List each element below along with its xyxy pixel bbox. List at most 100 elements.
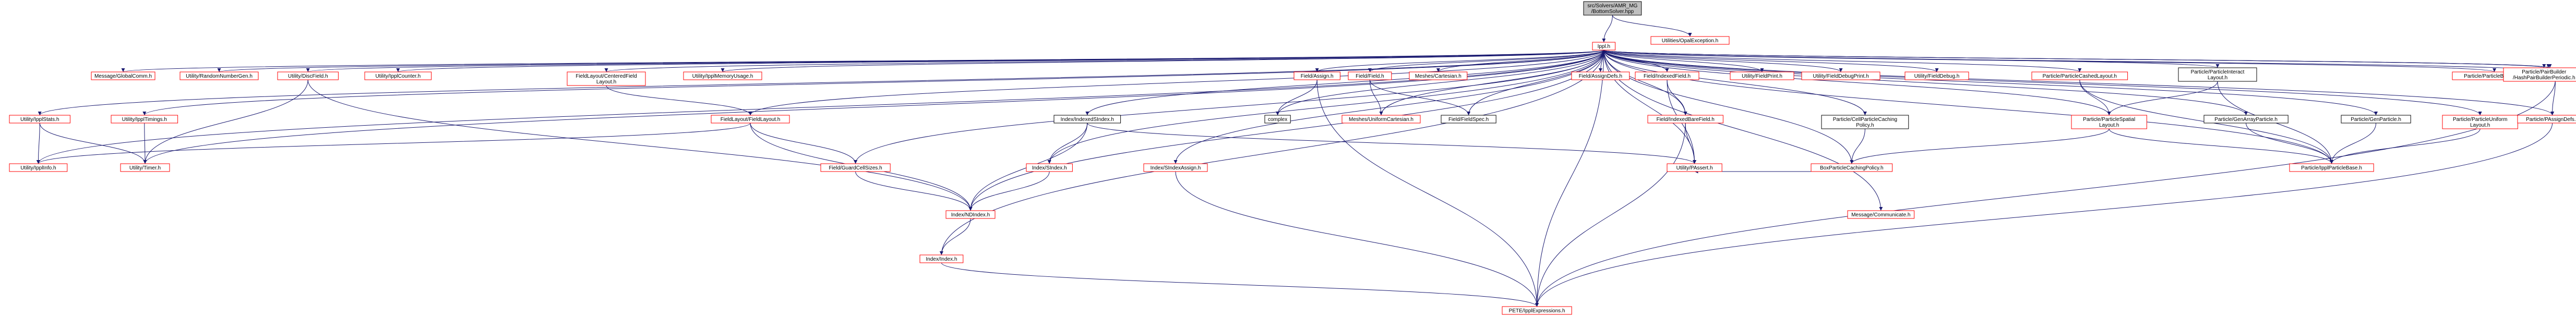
node-particle-passigndefs-h[interactable]: Particle/PAssignDefs.h <box>2517 115 2576 124</box>
node-meshes-uniformcartesian-h[interactable]: Meshes/UniformCartesian.h <box>1341 115 1421 124</box>
node-field-fieldspec-h[interactable]: Field/FieldSpec.h <box>1441 115 1496 124</box>
edge-n20-n17 <box>1175 171 1539 307</box>
node-field-indexedfield-h[interactable]: Field/IndexedField.h <box>1635 71 1699 80</box>
node-box <box>1667 163 1722 172</box>
edge-n38-n35 <box>1850 128 2110 164</box>
node-box <box>820 163 891 172</box>
edge-n9-n12 <box>36 123 40 164</box>
node-label: Policy.h <box>1856 123 1874 128</box>
node-box <box>1801 71 1880 80</box>
node-field-assign-h[interactable]: Field/Assign.h <box>1293 71 1340 80</box>
node-label: Layout.h <box>596 79 616 85</box>
node-particle-genparticle-h[interactable]: Particle/GenParticle.h <box>2341 115 2411 124</box>
edge-n1-n21 <box>1276 50 1604 116</box>
node-box <box>1409 71 1468 80</box>
edge-n1-n46 <box>1603 50 2557 72</box>
node-utility-ippltimings-h[interactable]: Utility/IpplTimings.h <box>111 115 178 124</box>
node-box <box>179 71 259 80</box>
node-utility-ipplinfo-h[interactable]: Utility/IpplInfo.h <box>9 163 68 172</box>
node-label: Particle/IpplParticleBase.h <box>2301 165 2362 171</box>
node-utility-fielddebugprint-h[interactable]: Utility/FieldDebugPrint.h <box>1801 71 1880 80</box>
node-label: Field/IndexedBareField.h <box>1657 117 1715 123</box>
node-label: Ippl.h <box>1598 44 1610 50</box>
node-label: Layout.h <box>2470 123 2490 128</box>
node-field-guardcellsizes-h[interactable]: Field/GuardCellSizes.h <box>820 163 891 172</box>
node-box <box>2341 115 2411 124</box>
node-meshes-cartesian-h[interactable]: Meshes/Cartesian.h <box>1409 71 1468 80</box>
edge-n7-n11 <box>606 85 752 116</box>
node-label: Field/IndexedField.h <box>1644 74 1691 79</box>
node-ippl-h[interactable]: Ippl.h <box>1592 42 1616 51</box>
node-complex[interactable]: complex <box>1264 115 1291 124</box>
node-particle-genarrayparticle-h[interactable]: Particle/GenArrayParticle.h <box>2203 115 2289 124</box>
node-particle-pairbuilder-hashpairbuilderperiodic-h[interactable]: Particle/PairBuilder/HashPairBuilderPeri… <box>2503 67 2576 82</box>
node-utility-ipplcounter-h[interactable]: Utility/IpplCounter.h <box>364 71 432 80</box>
node-utility-ipplstats-h[interactable]: Utility/IpplStats.h <box>9 115 70 124</box>
node-utility-fielddebug-h[interactable]: Utility/FieldDebug.h <box>1904 71 1969 80</box>
node-fieldlayout-fieldlayout-h[interactable]: FieldLayout/FieldLayout.h <box>711 115 790 124</box>
edge-n1-n49 <box>1603 50 2546 68</box>
node-field-indexedbarefield-h[interactable]: Field/IndexedBareField.h <box>1647 115 1723 124</box>
edge-n1-n47 <box>1603 50 2554 116</box>
node-label: Utility/FieldDebug.h <box>1914 74 1960 79</box>
edge-n1-n13 <box>143 50 1604 164</box>
node-box <box>919 254 964 263</box>
node-field-assigndefs-h[interactable]: Field/AssignDefs.h <box>1571 71 1630 80</box>
node-field-field-h[interactable]: Field/Field.h <box>1348 71 1392 80</box>
node-message-communicate-h[interactable]: Message/Communicate.h <box>1847 210 1915 219</box>
node-message-globalcomm-h[interactable]: Message/GlobalComm.h <box>91 71 155 80</box>
node-utilities-opalexception-h[interactable]: Utilities/OpalException.h <box>1650 36 1730 45</box>
node-index-ndindex-h[interactable]: Index/NDIndex.h <box>945 210 996 219</box>
node-label: Layout.h <box>2099 123 2119 128</box>
node-box <box>9 163 68 172</box>
edge-n34-n35 <box>1850 128 1865 164</box>
node-boxparticlecachingpolicy-h[interactable]: BoxParticleCachingPolicy.h <box>1811 163 1893 172</box>
node-box <box>1635 71 1699 80</box>
edge-n1-n7 <box>605 50 1604 72</box>
node-box <box>9 115 70 124</box>
node-src-solvers-amr-mg-bottomsolver-hpp[interactable]: src/Solvers/AMR_MG/BottomSolver.hpp <box>1583 1 1642 16</box>
node-label: Utilities/OpalException.h <box>1662 38 1718 44</box>
node-utility-timer-h[interactable]: Utility/Timer.h <box>120 163 170 172</box>
node-utility-ipplmemoryusage-h[interactable]: Utility/IpplMemoryUsage.h <box>683 71 762 80</box>
node-index-sindex-h[interactable]: Index/SIndex.h <box>1026 163 1073 172</box>
node-particle-particlecashedlayout-h[interactable]: Particle/ParticleCashedLayout.h <box>2031 71 2128 80</box>
edge-n0-n2 <box>1612 15 1692 37</box>
edge-n39-n38 <box>2107 81 2218 116</box>
edge-n18-n30 <box>1087 123 1696 164</box>
node-box <box>1730 71 1794 80</box>
node-box <box>120 163 170 172</box>
node-utility-randomnumbergen-h[interactable]: Utility/RandomNumberGen.h <box>179 71 259 80</box>
edge-n5-n15 <box>307 79 973 211</box>
edge-n44-n42 <box>2330 128 2481 164</box>
edge-n1-n41 <box>1603 50 2378 116</box>
node-particle-ipplparticlebase-h[interactable]: Particle/IpplParticleBase.h <box>2289 163 2374 172</box>
node-utility-discfield-h[interactable]: Utility/DiscField.h <box>277 71 339 80</box>
edge-n1-n29 <box>1603 50 1687 116</box>
node-box <box>1293 71 1340 80</box>
node-pete-ipplexpressions-h[interactable]: PETE/IpplExpressions.h <box>1502 306 1572 315</box>
node-box <box>1053 115 1121 124</box>
node-label: Field/Assign.h <box>1301 74 1334 79</box>
edge-n1-n23 <box>1436 50 1604 72</box>
edge-n1-n38 <box>1603 50 2111 116</box>
node-label: Index/NDIndex.h <box>951 212 990 218</box>
node-index-index-h[interactable]: Index/Index.h <box>919 254 964 263</box>
node-index-sindexassign-h[interactable]: Index/SIndexAssign.h <box>1143 163 1208 172</box>
node-label: Utility/IpplStats.h <box>20 117 59 123</box>
node-box <box>1811 163 1893 172</box>
node-utility-passert-h[interactable]: Utility/PAssert.h <box>1667 163 1722 172</box>
edge-n18-n19 <box>1047 123 1088 164</box>
node-box <box>2203 115 2289 124</box>
node-label: Field/Field.h <box>1356 74 1384 79</box>
edge-n28-n29 <box>1667 79 1687 116</box>
edge-n1-n5 <box>306 50 1604 72</box>
node-utility-fieldprint-h[interactable]: Utility/FieldPrint.h <box>1730 71 1794 80</box>
node-index-indexedsindex-h[interactable]: Index/IndexedSIndex.h <box>1053 115 1121 124</box>
node-label: Particle/ParticleSpatial <box>2083 117 2135 123</box>
